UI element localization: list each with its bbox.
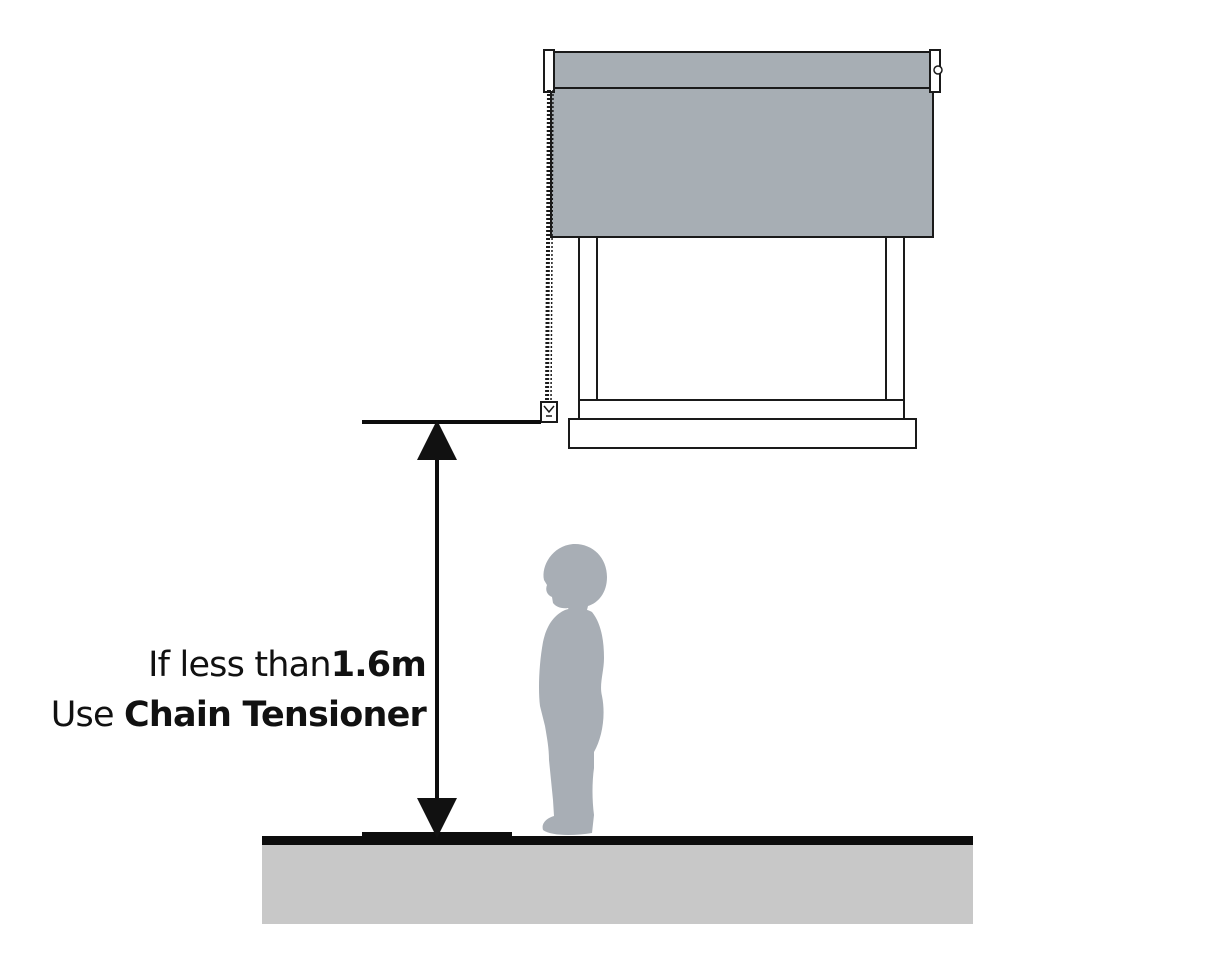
tensioner-instruction-prefix: Use	[50, 695, 124, 735]
window-post-left	[578, 235, 598, 421]
window-post-right	[885, 235, 905, 421]
height-threshold-line: If less than1.6m	[51, 640, 427, 690]
height-dimension	[362, 420, 541, 838]
window-sill	[568, 418, 917, 449]
tensioner-instruction-line: Use Chain Tensioner	[50, 690, 427, 740]
window-sill-rail	[578, 399, 905, 421]
child-head	[543, 543, 607, 614]
height-threshold-prefix: If less than	[148, 645, 331, 685]
height-threshold-value: 1.6m	[330, 645, 427, 685]
floor-slab	[262, 840, 973, 924]
child-body	[539, 608, 604, 835]
blind-fabric	[550, 85, 934, 238]
floor	[262, 832, 973, 924]
pull-chain-outer	[545, 89, 551, 405]
floor-step	[362, 832, 512, 838]
tensioner-instruction-value: Chain Tensioner	[124, 695, 427, 735]
chain-tensioner-detail	[543, 405, 555, 417]
bracket-left	[543, 49, 555, 93]
bracket-right-knob	[933, 65, 943, 75]
roller-blind-icon	[540, 49, 943, 449]
blind-headrail	[550, 51, 934, 89]
height-warning-label: If less than1.6m Use Chain Tensioner	[50, 640, 427, 740]
floor-line	[262, 836, 973, 845]
child-silhouette-icon	[539, 543, 607, 835]
pull-chain-inner	[550, 89, 554, 405]
